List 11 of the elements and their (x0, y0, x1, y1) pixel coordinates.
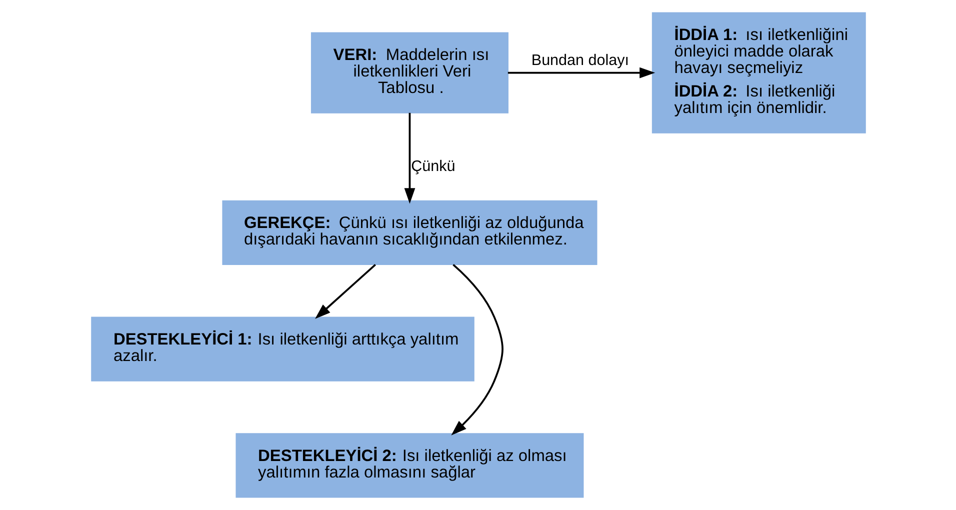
node-box: VERI: Maddelerin ısı iletkenlikleri Veri Tablosu . (310, 32, 508, 114)
arrow (507, 67, 655, 78)
node-box: İDDİA 1: ısı iletkenliğini önleyici madde olarak havayı seçmeliyiz İDDİA 2: Isı iletkenliği yalıtım için önemlidir. (651, 12, 866, 134)
arrow (404, 112, 415, 204)
edge-label: Bundan dolayı (530, 52, 628, 70)
arrow (314, 264, 376, 319)
node-box: DESTEKLEYİCİ 2: Isı iletkenliği az olması yalıtımın fazla olmasını sağlar (235, 433, 584, 498)
node-box: GEREKÇE: Çünkü ısı iletkenliği az olduğunda dışarıdaki havanın sıcaklığından etkilenmez. (222, 200, 597, 265)
node-box: DESTEKLEYİCİ 1: Isı iletkenliği arttıkça yalıtım azalır. (90, 316, 474, 382)
edge-label: Çünkü (410, 158, 455, 175)
arrow (450, 264, 503, 436)
